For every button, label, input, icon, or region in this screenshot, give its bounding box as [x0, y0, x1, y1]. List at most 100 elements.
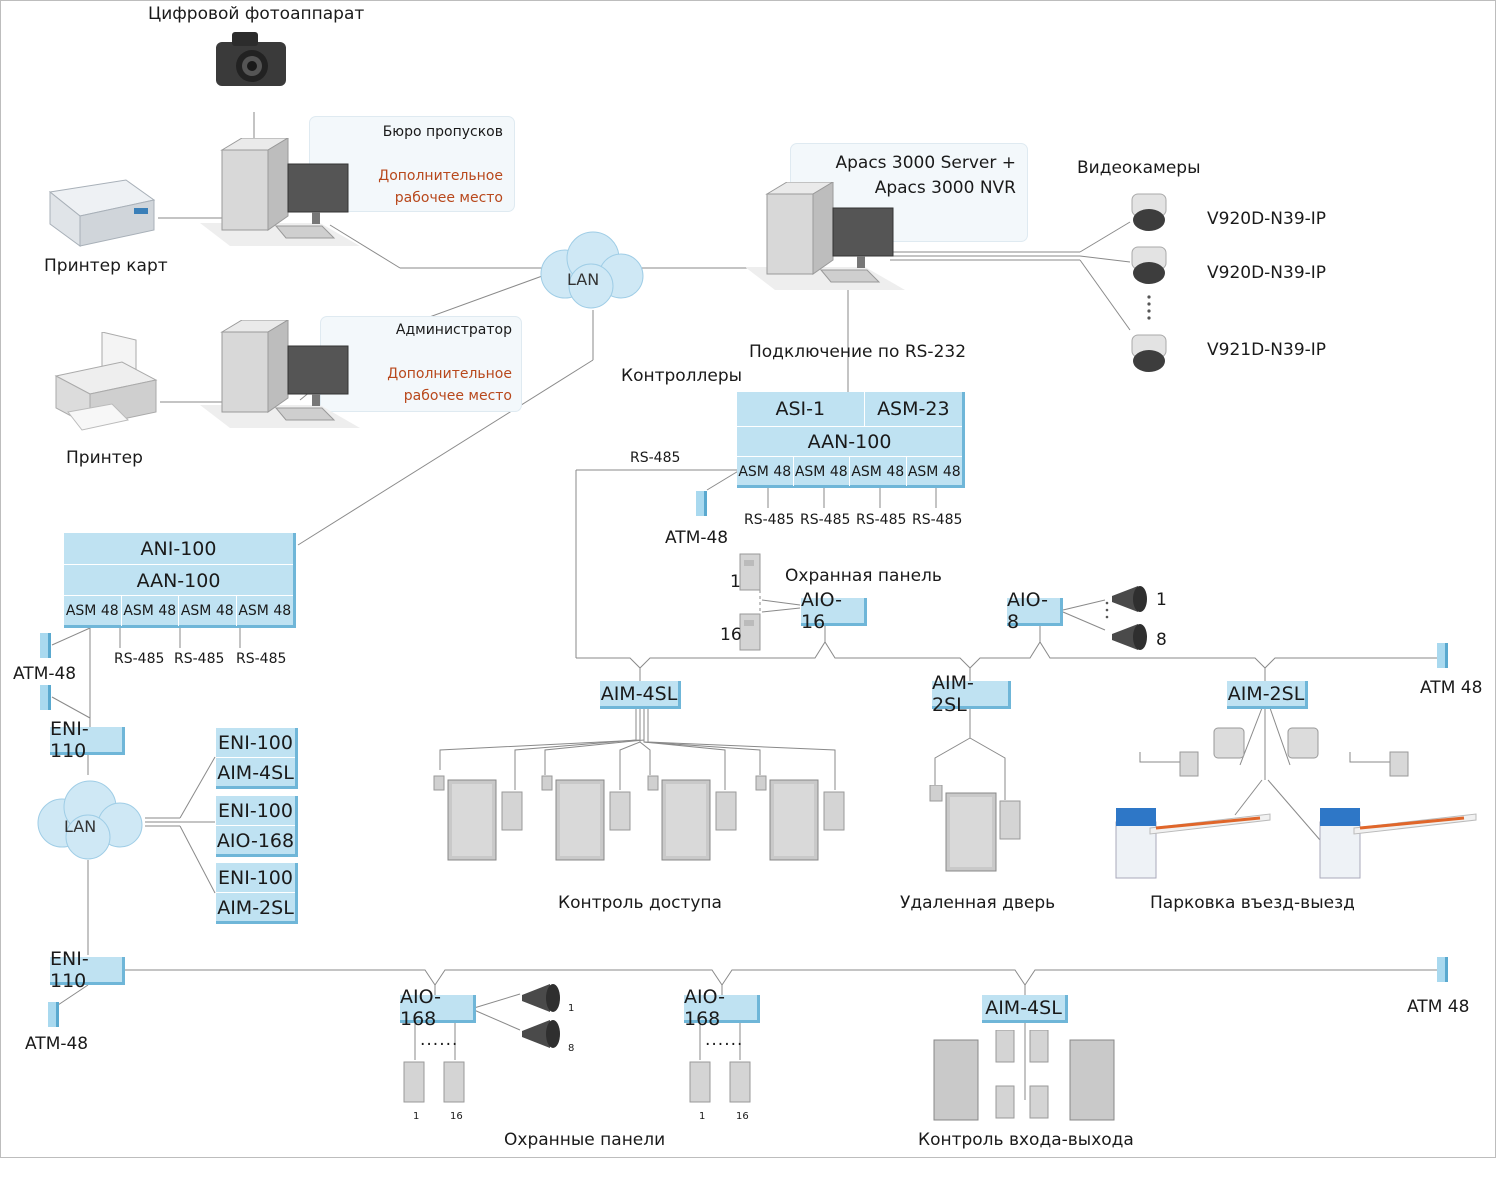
rs485-label: RS-485 — [800, 512, 851, 528]
parking-label: Парковка въезд-выезд — [1150, 893, 1355, 913]
eni-aio168-stack: ENI-100 AIO-168 — [216, 796, 298, 857]
door-with-reader-icon — [755, 775, 845, 861]
card-printer-icon — [48, 179, 156, 247]
rs485-label: RS-485 — [856, 512, 907, 528]
parking-barriers-icon — [1115, 727, 1477, 879]
security-panels-label: Охранные панели — [504, 1130, 666, 1150]
rs485-label: RS-485 — [912, 512, 963, 528]
security-panel-icon — [739, 613, 761, 651]
dome-camera-icon — [1131, 334, 1167, 372]
main-controller-module: ASI-1 ASM-23 AAN-100 ASM 48 ASM 48 ASM 4… — [737, 392, 965, 488]
admin-title: Администратор — [395, 322, 512, 338]
atm48-module-icon — [696, 491, 707, 516]
siren-icon — [522, 984, 560, 1012]
security-panels-icon — [403, 1061, 465, 1103]
access-control-label: Контроль доступа — [558, 893, 722, 913]
admin-workstation-icon — [200, 320, 360, 428]
security-panel-label: Охранная панель — [785, 566, 942, 586]
atm48-module-icon — [40, 685, 51, 710]
bottom-atm48-label: ATM-48 — [25, 1034, 89, 1054]
atm48-label: ATM-48 — [665, 528, 729, 548]
panel-number: 16 — [450, 1111, 463, 1122]
door-with-reader-icon — [433, 775, 523, 861]
bureau-title: Бюро пропусков — [382, 124, 503, 140]
eni-100-module: ENI-100 — [218, 866, 293, 889]
entry-exit-label: Контроль входа-выхода — [918, 1130, 1134, 1150]
camera1-label: V920D-N39-IP — [1207, 209, 1327, 229]
door-with-reader-icon — [541, 775, 631, 861]
eni-100-module: ENI-100 — [218, 799, 293, 822]
panel-number: 1 — [699, 1111, 706, 1122]
lan-cloud-icon — [540, 231, 644, 309]
asi-1-module: ASI-1 — [775, 398, 826, 420]
bottom-atm48-right-label: ATM 48 — [1407, 997, 1470, 1017]
ani-100-module: ANI-100 — [140, 537, 217, 560]
bureau-workstation-icon — [200, 138, 360, 246]
eni-110-module: ENI-110 — [50, 948, 125, 992]
admin-infobox — [320, 316, 522, 412]
panel-first-number: 1 — [730, 572, 741, 592]
left-atm48-label: ATM-48 — [13, 664, 77, 684]
aan-100-module: AAN-100 — [737, 426, 962, 457]
left-controller-module: ANI-100 AAN-100 ASM 48 ASM 48 ASM 48 ASM… — [64, 533, 296, 628]
asm48-module: ASM 48 — [905, 457, 963, 486]
siren-icon — [1112, 624, 1147, 650]
lan-cloud-icon — [37, 780, 143, 860]
rs232-label: Подключение по RS-232 — [749, 342, 967, 362]
asm48-module: ASM 48 — [849, 457, 906, 486]
eni-100-module: ENI-100 — [218, 731, 293, 754]
bureau-role-line2: рабочее место — [394, 190, 503, 206]
rs485-label: RS-485 — [236, 651, 287, 667]
dome-camera-icon — [1131, 246, 1167, 284]
aim-4sl-module: AIM-4SL — [600, 681, 681, 709]
eni-aim2sl-stack: ENI-100 AIM-2SL — [216, 863, 298, 924]
aio-168-module: AIO-168 — [400, 986, 476, 1030]
asm-23-module: ASM-23 — [863, 392, 962, 426]
asm48-module: ASM 48 — [235, 596, 294, 626]
eni-110-module: ENI-110 — [50, 718, 125, 762]
door-with-reader-icon — [647, 775, 737, 861]
entry-exit-doors-icon — [933, 1030, 1115, 1121]
atm48-module-icon — [1437, 957, 1448, 982]
siren1-number: 1 — [568, 1003, 575, 1014]
admin-role-line1: Дополнительное — [387, 366, 512, 382]
printer-icon — [54, 332, 158, 431]
aim-2sl-module: AIM-2SL — [1227, 681, 1308, 709]
rs485-label: RS-485 — [114, 651, 165, 667]
server-line2: Apacs 3000 NVR — [874, 178, 1016, 198]
admin-role-line2: рабочее место — [403, 388, 512, 404]
diagram-frame — [0, 0, 1496, 1158]
atm48-module-icon — [48, 1002, 59, 1027]
camera-label: Цифровой фотоаппарат — [148, 4, 365, 24]
panel-number: 16 — [736, 1111, 749, 1122]
atm48-module-icon — [1437, 643, 1448, 668]
ellipsis-icon — [1105, 601, 1109, 619]
card-printer-label: Принтер карт — [44, 256, 168, 276]
ellipsis-icon — [1147, 295, 1151, 320]
panel-number: 1 — [413, 1111, 420, 1122]
asm48-module: ASM 48 — [738, 463, 792, 480]
asm48-module: ASM 48 — [792, 457, 850, 486]
aio-16-module: AIO-16 — [801, 589, 867, 633]
security-panels-icon — [689, 1061, 751, 1103]
atm48-module-icon — [40, 633, 51, 658]
siren-icon — [522, 1020, 560, 1048]
remote-door-label: Удаленная дверь — [900, 893, 1056, 913]
dome-camera-icon — [1131, 193, 1167, 231]
asm48-module: ASM 48 — [65, 603, 119, 619]
panels-dots: ...... — [705, 1030, 744, 1050]
printer-label: Принтер — [66, 448, 143, 468]
siren1-number: 1 — [1156, 590, 1167, 610]
aio-168-module: AIO-168 — [216, 825, 295, 855]
aio-8-module: AIO-8 — [1007, 589, 1063, 633]
asm48-module: ASM 48 — [178, 596, 236, 626]
lan-top-label: LAN — [567, 270, 600, 289]
siren8-number: 8 — [1156, 630, 1167, 650]
controllers-label: Контроллеры — [621, 366, 743, 386]
aim-4sl-module: AIM-4SL — [216, 757, 295, 787]
photo-camera-icon — [216, 32, 286, 86]
camera3-label: V921D-N39-IP — [1207, 340, 1327, 360]
rs485-bus-label: RS-485 — [630, 450, 681, 466]
aio-168-module: AIO-168 — [684, 986, 760, 1030]
asm48-module: ASM 48 — [120, 596, 179, 626]
